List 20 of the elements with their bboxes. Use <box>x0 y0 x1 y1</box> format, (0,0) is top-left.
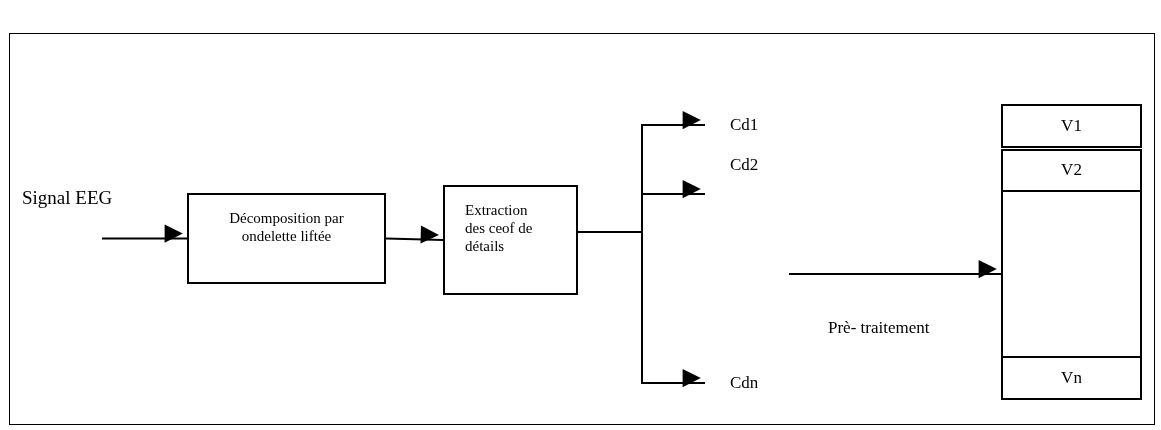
text-label: Prè- traitement <box>828 318 930 338</box>
process-box <box>1001 149 1142 192</box>
process-box <box>187 193 386 284</box>
output-label: Cdn <box>730 372 759 394</box>
box-text: V1 <box>1061 115 1082 137</box>
box-text: V2 <box>1061 160 1082 181</box>
box-text: Vn <box>1061 367 1082 389</box>
box-text: Décomposition par ondelette liftée <box>228 209 345 245</box>
arrow <box>101 224 188 243</box>
output-label: Cd1 <box>730 114 759 136</box>
output-label: Cd2 <box>730 155 759 176</box>
empty-box <box>1001 190 1142 358</box>
process-box <box>1001 104 1142 148</box>
box-text: Extraction des ceof de détails <box>465 201 534 255</box>
arrow <box>385 225 444 244</box>
process-box <box>443 185 578 295</box>
arrow <box>577 231 706 388</box>
arrow <box>788 260 1002 279</box>
process-box <box>1001 356 1142 400</box>
text-label: Signal EEG <box>22 187 113 209</box>
